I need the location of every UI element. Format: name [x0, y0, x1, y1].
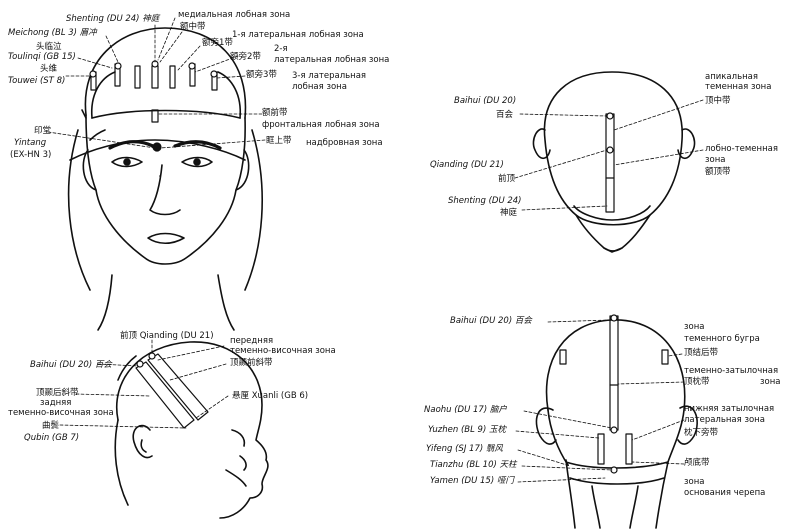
label-supraorbital-zone: надбровная зона	[306, 138, 383, 148]
label-ding-zhen: 顶枕带	[684, 377, 710, 387]
label-qianding-side: 前顶 Qianding (DU 21)	[120, 331, 214, 341]
label-yuzhen: Yuzhen (BL 9) 玉枕	[428, 425, 506, 435]
label-posterior-b: теменно-височная зона	[8, 408, 114, 418]
label-e-zhong: 额中带	[180, 22, 206, 32]
label-shenting: Shenting (DU 24) 神庭	[66, 14, 159, 24]
label-shenting-top-cn: 神庭	[500, 208, 517, 218]
label-ding-jie: 顶结后带	[684, 348, 718, 358]
label-baihui-side: Baihui (DU 20) 百会	[30, 360, 112, 370]
label-baihui-top: Baihui (DU 20)	[454, 96, 516, 106]
label-qubin-cn: 曲鬓	[42, 421, 59, 431]
back-head-zones	[560, 315, 668, 473]
label-ding-nie-qian: 顶颞前斜带	[230, 358, 273, 368]
label-nie-di: 颅底带	[684, 458, 710, 468]
label-ding-zhong: 顶中带	[705, 96, 731, 106]
label-qianding-top: Qianding (DU 21)	[430, 160, 504, 170]
label-tianzhu: Tianzhu (BL 10) 天柱	[430, 460, 517, 470]
label-yifeng: Yifeng (SJ 17) 翳风	[426, 444, 503, 454]
label-baihui-top-cn: 百会	[496, 110, 513, 120]
label-toulinqi: Toulinqi (GB 15)	[8, 52, 76, 62]
label-parieto-occipital-a: теменно-затылочная	[684, 366, 778, 376]
label-lower-occipital-a: нижняя затылочная	[684, 404, 774, 414]
label-lower-occipital-b: латеральная зона	[684, 415, 765, 425]
label-naohu: Naohu (DU 17) 脑户	[424, 405, 507, 415]
label-epang2: 额旁2带	[230, 52, 261, 62]
label-yintang: Yintang	[14, 138, 46, 148]
label-baihui-back: Baihui (DU 20) 百会	[450, 316, 532, 326]
label-touwei: Touwei (ST 8)	[8, 76, 65, 86]
label-zhen-xia: 枕下旁带	[684, 428, 718, 438]
label-qubin: Qubin (GB 7)	[24, 433, 79, 443]
side-head-drawing	[115, 342, 268, 518]
label-ding-nie-hou: 顶颞后斜带	[36, 388, 79, 398]
front-face-drawing	[69, 28, 263, 330]
label-parietal-tuber-b: теменного бугра	[684, 334, 760, 344]
label-yamen: Yamen (DU 15) 哑门	[430, 476, 514, 486]
label-epang3: 额旁3带	[246, 70, 277, 80]
label-second-lateral-zone: латеральная лобная зона	[274, 55, 389, 65]
label-yintang-code: (EX-HN 3)	[10, 150, 51, 160]
label-frontal-frontal-zone: фронтальная лобная зона	[262, 120, 380, 130]
label-e-shang: 眶上带	[266, 136, 292, 146]
label-medial-frontal-zone: медиальная лобная зона	[178, 10, 290, 20]
label-skull-base-a: зона	[684, 477, 705, 487]
label-qianding-top-cn: 前顶	[498, 174, 515, 184]
label-parietal-tuber-a: зона	[684, 322, 705, 332]
label-e-ding: 额顶带	[705, 167, 731, 177]
label-yintang-cn: 印堂	[34, 126, 51, 136]
label-posterior-a: задняя	[40, 398, 71, 408]
label-third-lateral-a: 3-я латеральная	[292, 71, 366, 81]
label-touwei-cn: 头维	[40, 64, 57, 74]
label-skull-base-b: основания черепа	[684, 488, 765, 498]
label-meichong: Meichong (BL 3) 眉冲	[8, 28, 97, 38]
label-fronto-parietal-a: лобно-теменная	[705, 144, 778, 154]
label-second-lateral-num: 2-я	[274, 44, 288, 54]
label-e-qian: 额前带	[262, 108, 288, 118]
back-head-leaders	[516, 320, 684, 482]
label-anterior-b: теменно-височная зона	[230, 346, 336, 356]
label-parieto-occipital-b: зона	[760, 377, 781, 387]
label-apical-b: теменная зона	[705, 82, 771, 92]
label-toulinqi-cn: 头临泣	[36, 42, 62, 52]
label-xuanli: 悬厘 Xuanli (GB 6)	[232, 391, 308, 401]
label-anterior-a: передняя	[230, 336, 273, 346]
label-epang1: 额旁1带	[202, 38, 233, 48]
label-first-lateral-zone: 1-я латеральная лобная зона	[232, 30, 364, 40]
label-third-lateral-b: лобная зона	[292, 82, 347, 92]
top-head-zones	[606, 113, 614, 212]
front-face-features	[82, 110, 212, 243]
label-apical-a: апикальная	[705, 72, 758, 82]
label-fronto-parietal-b: зона	[705, 155, 726, 165]
label-shenting-top: Shenting (DU 24)	[448, 196, 522, 206]
